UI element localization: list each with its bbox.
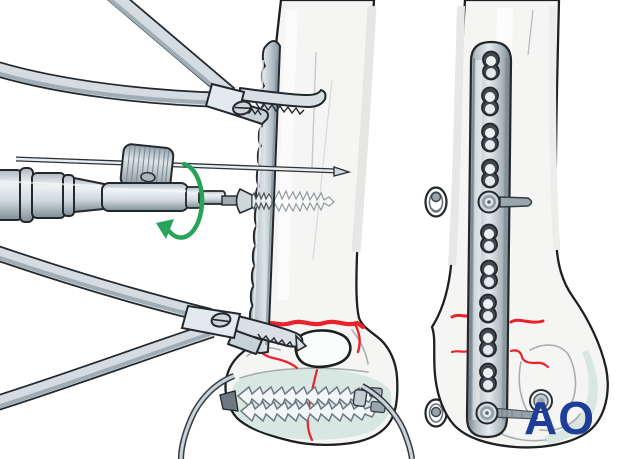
handle-highlight xyxy=(0,180,101,187)
condyle-screw-head xyxy=(529,389,553,413)
forceps-arm-shade xyxy=(107,0,228,99)
screwdriver xyxy=(0,167,273,223)
cartilage xyxy=(545,350,598,444)
kirschner-wire xyxy=(15,156,352,177)
jaw-serrations xyxy=(257,333,294,348)
condyle-detail-line xyxy=(529,344,569,355)
handle-taper xyxy=(73,176,105,214)
screw-thread-ghost xyxy=(267,189,335,213)
fracture-line-main xyxy=(260,319,366,330)
screw-threads xyxy=(251,191,273,211)
condyle-detail-line xyxy=(518,361,539,425)
rotation-arrow-icon xyxy=(156,161,205,240)
wire-stop xyxy=(119,143,175,191)
barrel xyxy=(101,182,189,212)
hinge-screw xyxy=(210,312,232,328)
handle-ring xyxy=(62,174,75,217)
hinge-screw xyxy=(232,100,252,116)
fracture-line xyxy=(509,349,550,369)
bone-shading xyxy=(549,5,561,251)
left-panel xyxy=(0,0,416,459)
fracture-line xyxy=(353,322,361,354)
plate-hole xyxy=(479,327,497,358)
screw-end-view-upper xyxy=(424,186,448,218)
condyle-detail-line xyxy=(567,353,577,403)
plate-hole xyxy=(479,362,497,393)
plate-highlight xyxy=(472,59,483,421)
plate-hole xyxy=(481,158,499,189)
bone-detail-line xyxy=(311,51,317,169)
plate-shadow xyxy=(501,57,509,421)
reduction-forceps-proximal xyxy=(0,0,327,125)
plate-hole xyxy=(481,122,499,153)
fracture-line xyxy=(509,318,545,324)
wire-cleat xyxy=(352,388,368,408)
jaw-serrations xyxy=(255,102,305,116)
forceps-arm xyxy=(0,324,214,409)
wire xyxy=(179,374,235,459)
plate-hole xyxy=(482,50,500,81)
fracture-line xyxy=(450,349,471,354)
olecranon-fossa xyxy=(294,329,352,369)
plate-hole xyxy=(480,259,498,290)
forceps-arm-shade xyxy=(0,255,209,321)
bone-highlight xyxy=(277,9,298,301)
ao-logo: AO xyxy=(524,392,595,444)
plate-shadow xyxy=(469,57,475,421)
condyle-detail-line xyxy=(351,329,369,365)
plate-hole xyxy=(480,223,498,254)
handle-segment xyxy=(31,172,66,219)
locking-plate xyxy=(465,40,538,439)
right-panel: AO xyxy=(430,0,609,449)
forceps-arm xyxy=(109,0,235,99)
plate-hole xyxy=(481,86,499,117)
bone-shading xyxy=(351,5,377,253)
condyle-detail-line xyxy=(539,413,581,432)
handle-segment xyxy=(0,169,23,221)
reduction-forceps-distal xyxy=(0,245,308,411)
rotation-arc xyxy=(166,161,205,240)
forceps-arm xyxy=(0,63,227,107)
bone-shading xyxy=(448,5,465,266)
forceps-arm xyxy=(0,247,212,323)
screw-tip xyxy=(219,390,239,412)
wire xyxy=(361,384,414,459)
set-screw-hole xyxy=(140,171,156,183)
plate-screw-head xyxy=(477,190,501,214)
forceps-jaw-lower xyxy=(227,329,263,355)
rotation-arrowhead xyxy=(156,219,174,239)
cerclage-wire xyxy=(177,373,416,459)
screw-head xyxy=(235,187,253,215)
forceps-jaw-upper xyxy=(239,87,327,108)
k-wire xyxy=(15,157,339,173)
plate-hole xyxy=(479,293,497,324)
plate-screw-head xyxy=(475,401,499,425)
bone-detail-line xyxy=(527,9,534,56)
k-wire-tip xyxy=(333,166,352,177)
barrel-highlight xyxy=(105,187,187,193)
guide-pin xyxy=(499,196,533,208)
jaw-tip xyxy=(295,333,308,353)
forceps-arm-shade xyxy=(0,332,211,409)
forceps-arm-shade xyxy=(0,71,225,105)
screw-thread-lines xyxy=(501,409,523,418)
